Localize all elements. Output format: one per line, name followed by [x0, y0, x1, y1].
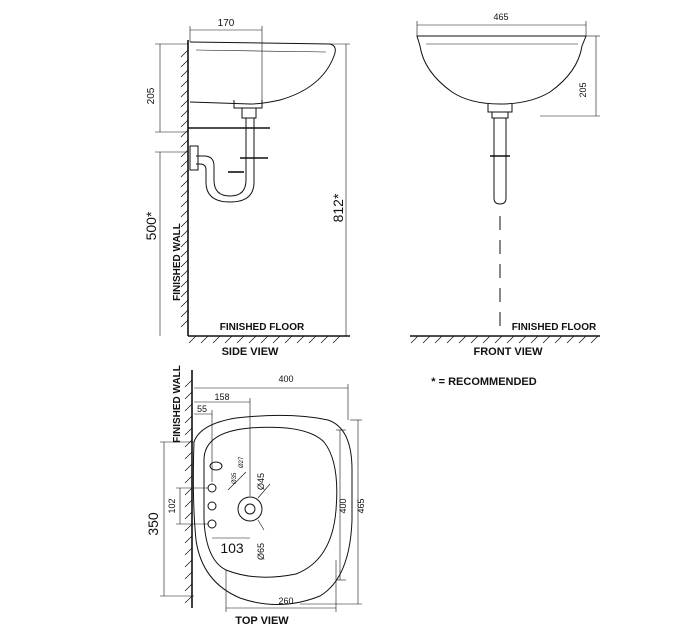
side-bowl-height-dim: 205: [146, 87, 157, 104]
top-view-title: TOP VIEW: [235, 615, 289, 627]
side-wall-flange: [189, 145, 199, 171]
top-hole-spacing-dim: 102: [167, 498, 177, 513]
front-drain: [487, 104, 513, 205]
side-rim-height-dim: 812*: [330, 193, 346, 222]
top-waste-outer: [237, 496, 263, 522]
top-tap-offset-dim: 158: [214, 392, 229, 402]
top-tap-hole-3: [207, 519, 217, 529]
side-basin-inner: [195, 49, 327, 53]
front-finished-floor-label: FINISHED FLOOR: [512, 322, 597, 333]
top-finished-wall-label: FINISHED WALL: [172, 365, 183, 443]
top-basin-outline: [192, 414, 353, 605]
top-overflow: [209, 461, 223, 471]
front-bowl-height-dim: 205: [578, 82, 588, 97]
top-overall-width-dim: 400: [278, 374, 293, 384]
top-view: 400 158 55 FINISHED WALL Ø35 Ø27 Ø45 Ø65…: [145, 365, 366, 627]
top-waste-inner: [244, 503, 256, 515]
recommended-note: * = RECOMMENDED: [431, 376, 536, 388]
side-depth-dim: 170: [218, 18, 235, 29]
front-view-title: FRONT VIEW: [473, 346, 543, 358]
side-p-trap: [196, 150, 255, 203]
side-view: 170 205 500* FINISHED WALL 812* FINISHED…: [143, 18, 350, 358]
side-drain: [233, 100, 263, 150]
front-width-dim: 465: [493, 12, 508, 22]
top-waste-hole-dim: Ø45: [256, 473, 266, 490]
top-tap-hole-2: [207, 501, 217, 511]
top-wall-hatch: [184, 379, 193, 604]
side-view-title: SIDE VIEW: [222, 346, 279, 358]
top-waste-offset-dim: 103: [220, 540, 244, 556]
top-tap-hole-1: [207, 483, 217, 493]
top-overflow-dim: Ø65: [256, 543, 266, 560]
top-tap-hole-dim: Ø35: [232, 472, 238, 484]
top-tap-spacing-dim: Ø27: [239, 456, 245, 468]
side-finished-wall-label: FINISHED WALL: [172, 223, 183, 301]
side-trap-height-dim: 500*: [143, 211, 159, 240]
side-floor-hatch: [188, 335, 341, 344]
front-floor-hatch: [410, 335, 599, 344]
side-finished-floor-label: FINISHED FLOOR: [220, 322, 305, 333]
top-wall-offset-dim: 55: [197, 404, 207, 414]
front-view: 465 205 FINISHED FLOOR FRONT VIEW: [410, 12, 600, 358]
top-wall-depth-dim: 350: [145, 512, 161, 536]
top-overall-depth-dim: 465: [356, 498, 366, 513]
top-bowl-depth-dim: 400: [338, 498, 348, 513]
side-wall-hatch: [180, 49, 189, 328]
front-basin-outline: [416, 35, 587, 105]
top-bowl-width-dim: 260: [278, 596, 293, 606]
